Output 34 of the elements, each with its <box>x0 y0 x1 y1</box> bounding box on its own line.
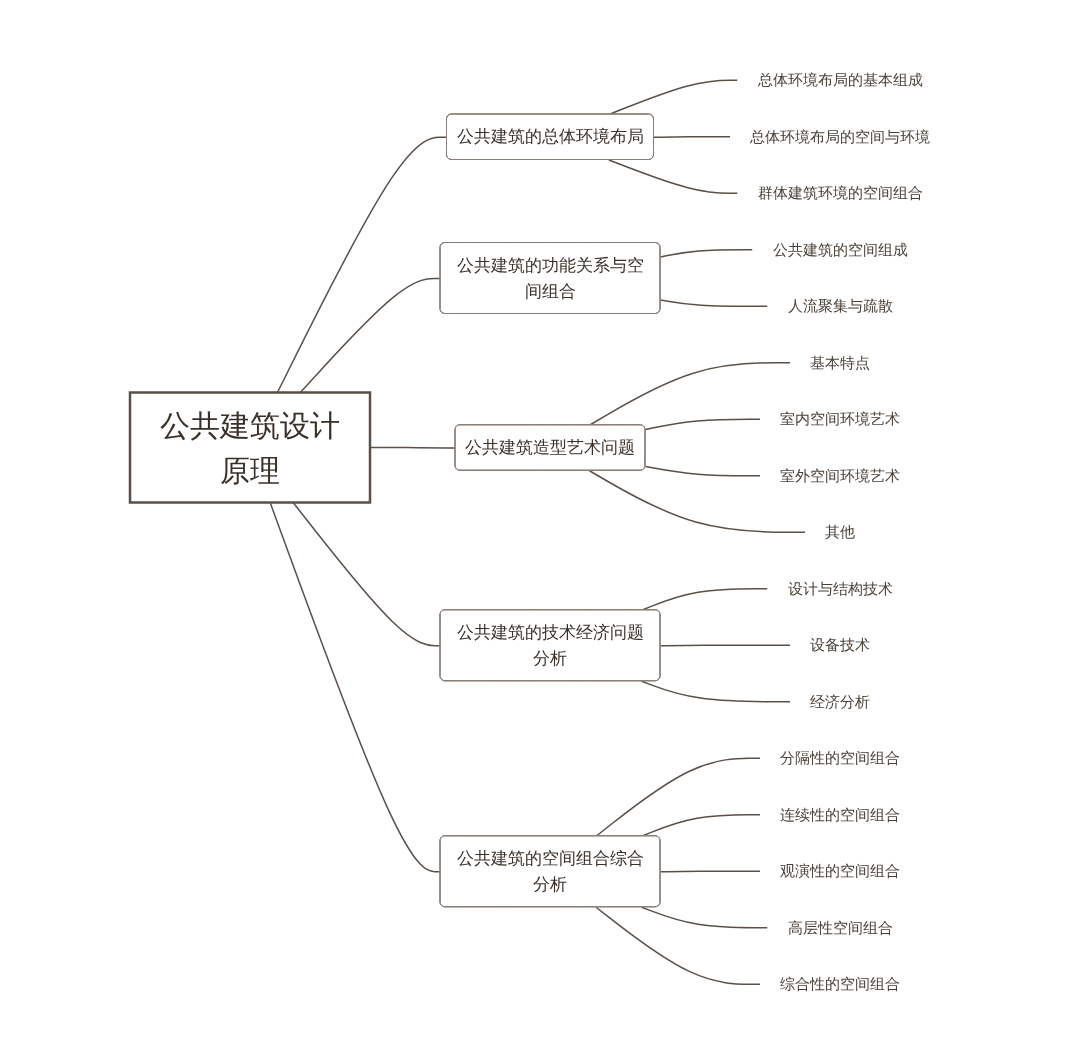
connector <box>595 906 761 985</box>
node-text: 观演性的空间组合 <box>780 861 900 880</box>
node-text: 群体建筑环境的空间组合 <box>757 183 923 202</box>
node-text: 室内空间环境艺术 <box>780 409 900 428</box>
connector <box>640 906 769 929</box>
connector <box>588 361 791 426</box>
node-text: 基本特点 <box>810 353 870 372</box>
node-text: 高层性空间组合 <box>787 918 893 937</box>
node-text: 公共建筑的空间组成 <box>772 240 908 259</box>
connector <box>644 465 761 477</box>
node-text: 设备技术 <box>810 635 870 654</box>
connector <box>659 870 761 873</box>
node-text: 经济分析 <box>810 692 870 711</box>
connector <box>659 248 754 258</box>
connector <box>299 277 442 393</box>
node-text: 分隔性的空间组合 <box>780 748 900 767</box>
node-text: 室外空间环境艺术 <box>780 466 900 485</box>
node-text: 总体环境布局的空间与环境 <box>750 127 930 146</box>
connector <box>276 136 448 393</box>
node-text: 人流聚集与疏散 <box>787 296 893 315</box>
node-text: 综合性的空间组合 <box>780 974 900 993</box>
connector <box>640 680 791 703</box>
connector <box>644 418 761 430</box>
connector <box>588 469 806 533</box>
connector <box>595 757 761 837</box>
connector <box>653 135 731 138</box>
node-box: 公共建筑设计原理 <box>128 391 372 504</box>
connector <box>608 159 739 194</box>
connector <box>659 298 769 307</box>
node-text: 设计与结构技术 <box>787 579 893 598</box>
node-text: 连续性的空间组合 <box>780 805 900 824</box>
node-text: 其他 <box>825 522 855 541</box>
connector <box>659 644 791 647</box>
node-text: 总体环境布局的基本组成 <box>757 70 923 89</box>
